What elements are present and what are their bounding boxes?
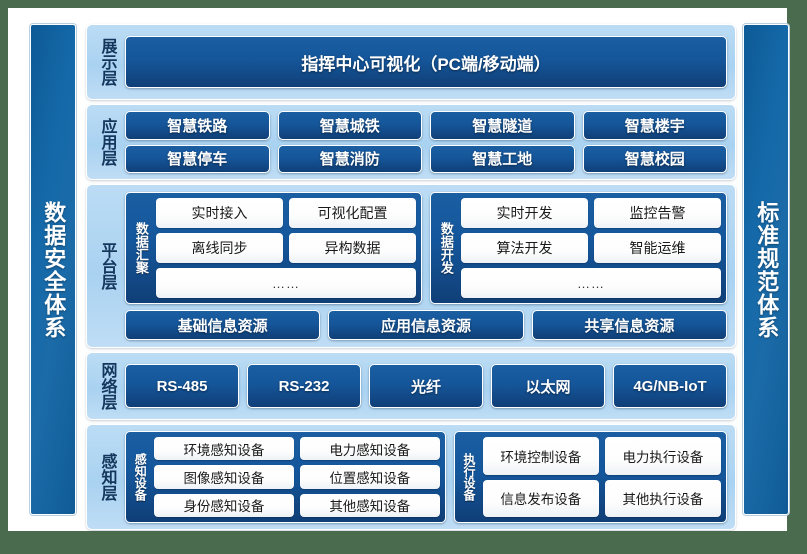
- pillar-right-label: 标准规范体系: [754, 200, 780, 339]
- node-identity-sensor[interactable]: 身份感知设备: [154, 493, 294, 517]
- group-data-aggregation-label: 数据汇聚: [133, 222, 149, 274]
- node-realtime-development[interactable]: 实时开发: [461, 198, 588, 228]
- node-environment-control-device[interactable]: 环境控制设备: [482, 437, 599, 475]
- node-smart-construction[interactable]: 智慧工地: [430, 144, 575, 173]
- development-row-1: 实时开发 监控告警: [461, 198, 721, 228]
- group-data-aggregation: 数据汇聚 实时接入 可视化配置 离线同步 异构数据 ……: [125, 192, 422, 304]
- node-aggregation-more[interactable]: ……: [156, 268, 416, 298]
- platform-resources-row: 基础信息资源 应用信息资源 共享信息资源: [125, 310, 727, 340]
- node-location-sensor[interactable]: 位置感知设备: [299, 465, 440, 489]
- group-sensing-devices: 感知设备 环境感知设备 电力感知设备 图像感知设备 位置感知设备 身份感知设备: [125, 431, 446, 523]
- execution-row-2: 信息发布设备 其他执行设备: [482, 479, 721, 517]
- diagram-canvas: 数据安全体系 标准规范体系 展示层 指挥中心可视化（PC端/移动端） 应用层 智…: [8, 8, 789, 531]
- group-sensing-devices-label: 感知设备: [133, 453, 148, 501]
- node-offline-sync[interactable]: 离线同步: [156, 233, 283, 263]
- node-intelligent-ops[interactable]: 智能运维: [594, 233, 721, 263]
- node-power-actuator[interactable]: 电力执行设备: [604, 437, 721, 475]
- layer-platform: 平台层 数据汇聚 实时接入 可视化配置 离线同步 异构数据: [86, 184, 736, 348]
- node-rs485[interactable]: RS-485: [125, 364, 239, 408]
- sensing-row-1: 环境感知设备 电力感知设备: [154, 437, 440, 461]
- node-visual-config[interactable]: 可视化配置: [289, 198, 416, 228]
- execution-row-1: 环境控制设备 电力执行设备: [482, 437, 721, 475]
- network-row: RS-485 RS-232 光纤 以太网 4G/NB-IoT: [125, 364, 727, 408]
- node-fiber[interactable]: 光纤: [369, 364, 483, 408]
- development-row-2: 算法开发 智能运维: [461, 233, 721, 263]
- sensing-row-2: 图像感知设备 位置感知设备: [154, 465, 440, 489]
- layer-network: 网络层 RS-485 RS-232 光纤 以太网 4G/NB-IoT: [86, 352, 736, 420]
- node-smart-building[interactable]: 智慧楼宇: [582, 111, 727, 140]
- node-development-more[interactable]: ……: [461, 268, 721, 298]
- group-data-development: 数据开发 实时开发 监控告警 算法开发 智能运维 ……: [430, 192, 727, 304]
- layer-presentation-label: 展示层: [98, 38, 116, 86]
- node-smart-railway[interactable]: 智慧铁路: [125, 111, 270, 140]
- platform-groups: 数据汇聚 实时接入 可视化配置 离线同步 异构数据 ……: [125, 192, 727, 304]
- node-smart-metro[interactable]: 智慧城铁: [277, 111, 422, 140]
- group-data-development-cells: 实时开发 监控告警 算法开发 智能运维 ……: [461, 198, 721, 298]
- aggregation-row-2: 离线同步 异构数据: [156, 233, 416, 263]
- node-other-actuator[interactable]: 其他执行设备: [604, 479, 721, 517]
- node-smart-tunnel[interactable]: 智慧隧道: [430, 111, 575, 140]
- layer-application: 应用层 智慧铁路 智慧城铁 智慧隧道 智慧楼宇 智慧停车 智慧消防 智慧工地 智…: [86, 104, 736, 180]
- node-rs232[interactable]: RS-232: [247, 364, 361, 408]
- node-ethernet[interactable]: 以太网: [491, 364, 605, 408]
- aggregation-row-3: ……: [156, 268, 416, 298]
- layer-application-body: 智慧铁路 智慧城铁 智慧隧道 智慧楼宇 智慧停车 智慧消防 智慧工地 智慧校园: [125, 105, 735, 179]
- development-row-3: ……: [461, 268, 721, 298]
- application-row-2: 智慧停车 智慧消防 智慧工地 智慧校园: [125, 144, 727, 173]
- pillar-left-label: 数据安全体系: [41, 200, 67, 339]
- layer-platform-body: 数据汇聚 实时接入 可视化配置 离线同步 异构数据 ……: [125, 185, 735, 347]
- node-environment-sensor[interactable]: 环境感知设备: [154, 437, 294, 461]
- layer-sensing-body: 感知设备 环境感知设备 电力感知设备 图像感知设备 位置感知设备 身份感知设备: [125, 425, 735, 529]
- layer-sensing-label: 感知层: [98, 453, 116, 501]
- group-execution-devices-label: 执行设备: [462, 453, 477, 501]
- node-heterogeneous-data[interactable]: 异构数据: [289, 233, 416, 263]
- group-data-aggregation-cells: 实时接入 可视化配置 离线同步 异构数据 ……: [156, 198, 416, 298]
- node-power-sensor[interactable]: 电力感知设备: [299, 437, 440, 461]
- node-app-info-resource[interactable]: 应用信息资源: [328, 310, 524, 340]
- node-smart-campus[interactable]: 智慧校园: [582, 144, 727, 173]
- group-data-development-label: 数据开发: [438, 222, 454, 274]
- node-algorithm-development[interactable]: 算法开发: [461, 233, 588, 263]
- layer-presentation-body: 指挥中心可视化（PC端/移动端）: [125, 25, 735, 99]
- layer-application-label: 应用层: [98, 118, 116, 166]
- node-image-sensor[interactable]: 图像感知设备: [154, 465, 294, 489]
- layer-network-body: RS-485 RS-232 光纤 以太网 4G/NB-IoT: [125, 353, 735, 419]
- node-command-center-visualization[interactable]: 指挥中心可视化（PC端/移动端）: [125, 36, 727, 88]
- layer-presentation: 展示层 指挥中心可视化（PC端/移动端）: [86, 24, 736, 100]
- node-shared-info-resource[interactable]: 共享信息资源: [531, 310, 727, 340]
- sensing-groups: 感知设备 环境感知设备 电力感知设备 图像感知设备 位置感知设备 身份感知设备: [125, 431, 727, 523]
- node-info-publishing-device[interactable]: 信息发布设备: [482, 479, 599, 517]
- node-other-sensor[interactable]: 其他感知设备: [299, 493, 440, 517]
- pillar-standards: 标准规范体系: [743, 24, 789, 515]
- pillar-data-security: 数据安全体系: [30, 24, 76, 515]
- layer-network-label: 网络层: [98, 362, 116, 410]
- sensing-row-3: 身份感知设备 其他感知设备: [154, 493, 440, 517]
- group-execution-devices-cells: 环境控制设备 电力执行设备 信息发布设备 其他执行设备: [482, 437, 721, 517]
- layer-platform-label: 平台层: [98, 242, 116, 290]
- aggregation-row-1: 实时接入 可视化配置: [156, 198, 416, 228]
- node-monitoring-alarm[interactable]: 监控告警: [594, 198, 721, 228]
- application-row-1: 智慧铁路 智慧城铁 智慧隧道 智慧楼宇: [125, 111, 727, 140]
- node-smart-firefighting[interactable]: 智慧消防: [277, 144, 422, 173]
- node-smart-parking[interactable]: 智慧停车: [125, 144, 270, 173]
- node-basic-info-resource[interactable]: 基础信息资源: [125, 310, 321, 340]
- node-realtime-ingest[interactable]: 实时接入: [156, 198, 283, 228]
- node-4g-nbiot[interactable]: 4G/NB-IoT: [613, 364, 727, 408]
- group-sensing-devices-cells: 环境感知设备 电力感知设备 图像感知设备 位置感知设备 身份感知设备 其他感知设…: [154, 437, 440, 517]
- group-execution-devices: 执行设备 环境控制设备 电力执行设备 信息发布设备 其他执行设备: [453, 431, 727, 523]
- layer-sensing: 感知层 感知设备 环境感知设备 电力感知设备 图像感知设备 位置感知设备: [86, 424, 736, 530]
